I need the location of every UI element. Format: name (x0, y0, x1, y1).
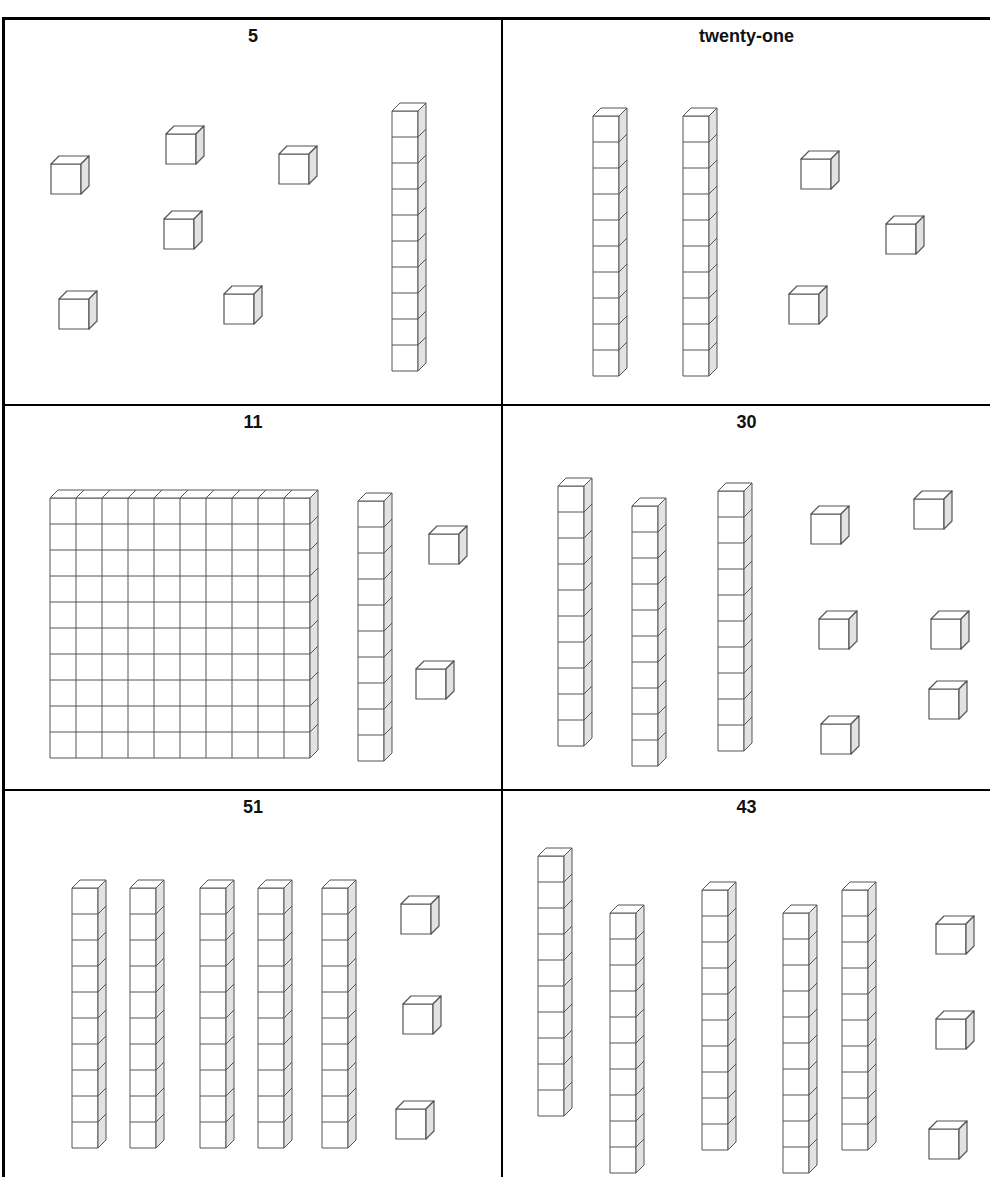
panel-number: 43 (503, 791, 990, 819)
number-panel: twenty-one (502, 17, 990, 405)
number-panel: 43 (502, 790, 990, 1177)
number-panel: 5 (2, 17, 502, 405)
number-panel: 11 (2, 405, 502, 790)
panel-number: 11 (5, 406, 501, 434)
panel-number: 5 (5, 20, 501, 48)
panel-number: 30 (503, 406, 990, 434)
panel-number: twenty-one (503, 20, 990, 48)
panel-number: 51 (5, 791, 501, 819)
number-panel: 51 (2, 790, 502, 1177)
number-panel: 30 (502, 405, 990, 790)
